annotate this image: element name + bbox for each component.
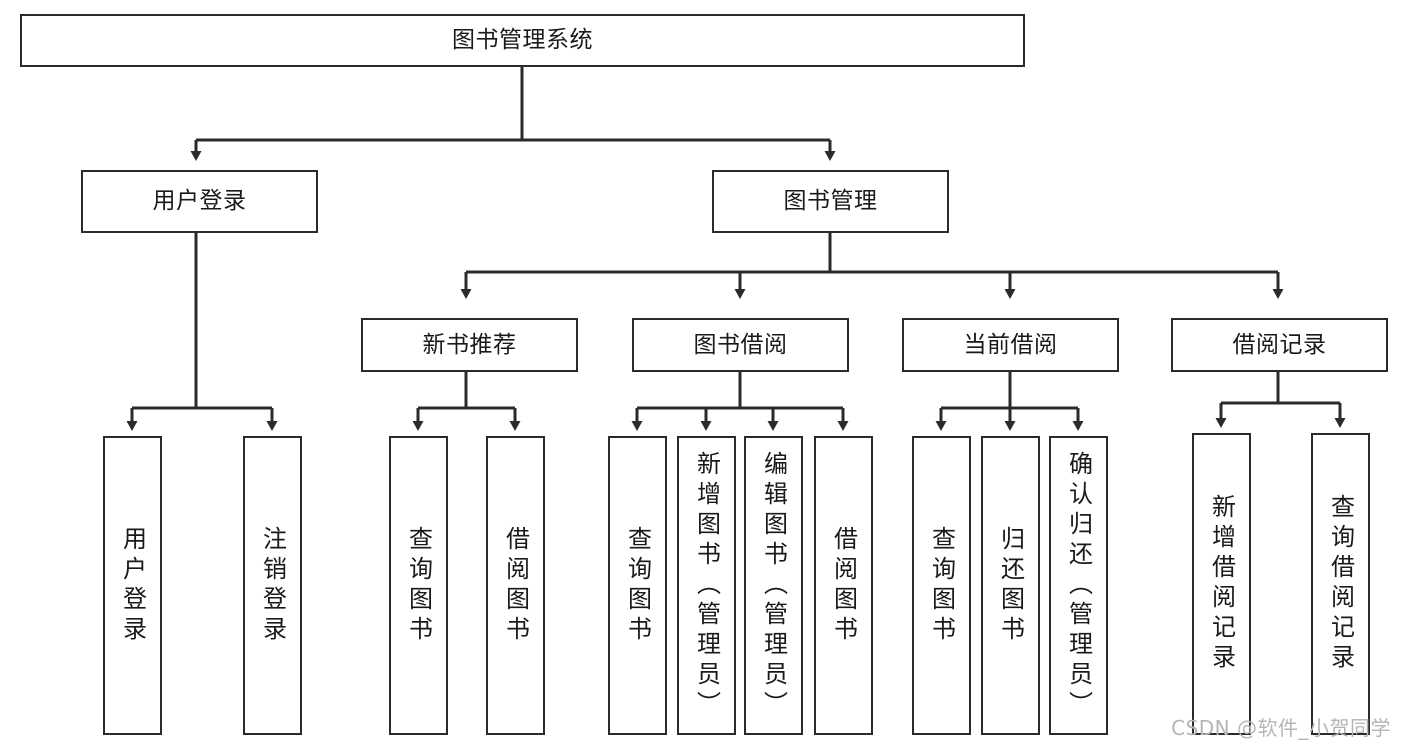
node-borrow-record-label: 借阅记录 [1232, 331, 1327, 358]
node-book-manage[interactable]: 图书管理 [712, 170, 949, 233]
node-leaf-edit-book-label: 编辑图书（管理员） [759, 450, 788, 721]
node-book-borrow[interactable]: 图书借阅 [632, 318, 849, 372]
node-root-label: 图书管理系统 [452, 27, 593, 54]
node-leaf-query-book-2[interactable]: 查询图书 [608, 436, 667, 735]
node-book-manage-label: 图书管理 [783, 188, 878, 215]
node-leaf-confirm-return[interactable]: 确认归还（管理员） [1049, 436, 1108, 735]
node-leaf-borrow-book-1-label: 借阅图书 [501, 525, 530, 646]
node-leaf-add-book-label: 新增图书（管理员） [692, 450, 721, 721]
node-leaf-query-book-2-label: 查询图书 [623, 525, 652, 646]
node-leaf-user-login[interactable]: 用户登录 [103, 436, 162, 735]
node-current-borrow-label: 当前借阅 [963, 331, 1058, 358]
node-leaf-query-book-1-label: 查询图书 [404, 525, 433, 646]
node-leaf-add-record[interactable]: 新增借阅记录 [1192, 433, 1251, 735]
node-user-login-label: 用户登录 [152, 188, 247, 215]
node-leaf-query-book-1[interactable]: 查询图书 [389, 436, 448, 735]
node-leaf-add-record-label: 新增借阅记录 [1207, 494, 1236, 674]
node-leaf-confirm-return-label: 确认归还（管理员） [1064, 450, 1093, 721]
node-leaf-borrow-book-2-label: 借阅图书 [829, 525, 858, 646]
node-new-book-recommend[interactable]: 新书推荐 [361, 318, 578, 372]
node-leaf-query-book-3[interactable]: 查询图书 [912, 436, 971, 735]
node-leaf-return-book[interactable]: 归还图书 [981, 436, 1040, 735]
node-leaf-add-book[interactable]: 新增图书（管理员） [677, 436, 736, 735]
node-root[interactable]: 图书管理系统 [20, 14, 1025, 67]
node-new-book-recommend-label: 新书推荐 [422, 331, 517, 358]
node-borrow-record[interactable]: 借阅记录 [1171, 318, 1388, 372]
node-leaf-query-record-label: 查询借阅记录 [1326, 494, 1355, 674]
node-leaf-logout-login[interactable]: 注销登录 [243, 436, 302, 735]
node-leaf-return-book-label: 归还图书 [996, 525, 1025, 646]
node-leaf-query-record[interactable]: 查询借阅记录 [1311, 433, 1370, 735]
node-leaf-edit-book[interactable]: 编辑图书（管理员） [744, 436, 803, 735]
node-leaf-user-login-label: 用户登录 [118, 525, 147, 646]
node-leaf-logout-login-label: 注销登录 [258, 525, 287, 646]
node-leaf-query-book-3-label: 查询图书 [927, 525, 956, 646]
node-leaf-borrow-book-1[interactable]: 借阅图书 [486, 436, 545, 735]
node-leaf-borrow-book-2[interactable]: 借阅图书 [814, 436, 873, 735]
node-book-borrow-label: 图书借阅 [693, 331, 788, 358]
node-user-login[interactable]: 用户登录 [81, 170, 318, 233]
node-current-borrow[interactable]: 当前借阅 [902, 318, 1119, 372]
